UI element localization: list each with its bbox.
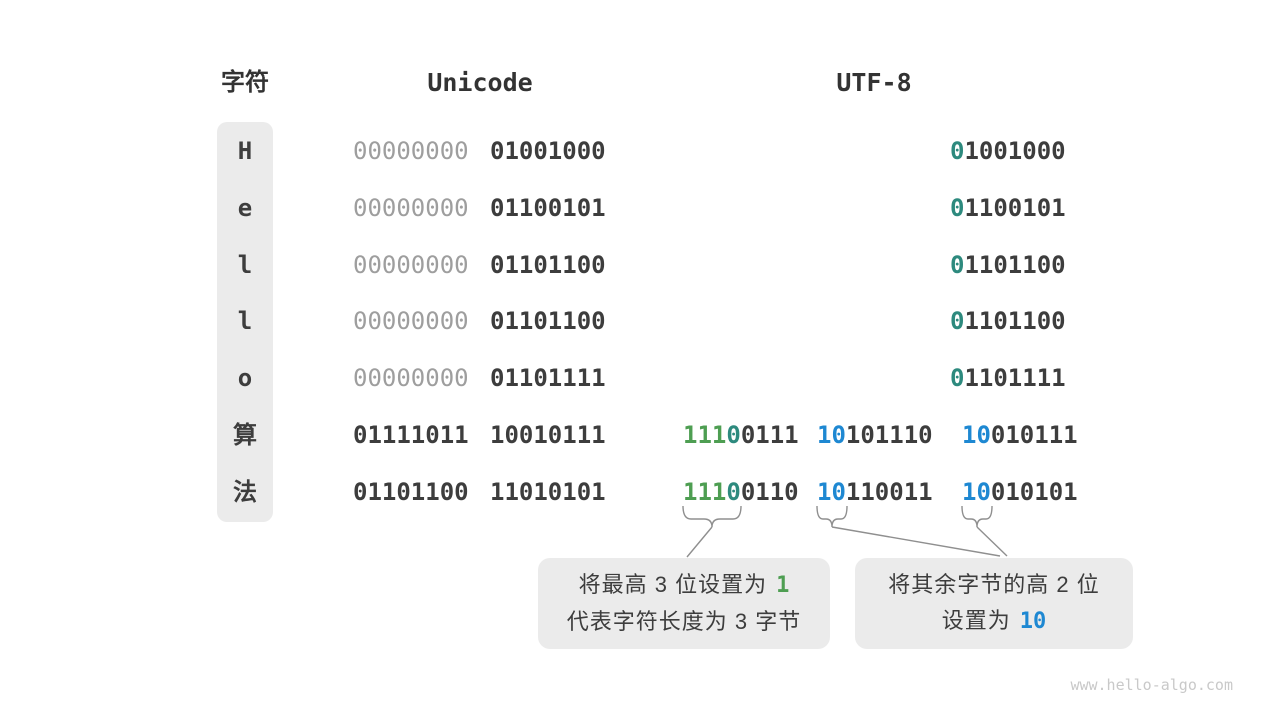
bit-segment: 0 bbox=[726, 478, 741, 506]
bit-segment: 0 bbox=[950, 364, 965, 392]
char-cell: 算 bbox=[233, 421, 257, 449]
bit-segment: 0111 bbox=[740, 421, 799, 449]
leader-line-left bbox=[686, 526, 713, 558]
binary-byte: 01101111 bbox=[950, 363, 1066, 393]
bit-segment: 01101100 bbox=[353, 478, 469, 506]
underbrace-group bbox=[682, 505, 1008, 558]
binary-byte: 00000000 bbox=[353, 193, 469, 223]
bit-segment: 00000000 bbox=[353, 307, 469, 335]
callout-line: 代表字符长度为 3 字节 bbox=[567, 604, 801, 640]
binary-byte: 01111011 bbox=[353, 420, 469, 450]
binary-byte: 01101100 bbox=[950, 306, 1066, 336]
callout-continuation-bits: 将其余字节的高 2 位 设置为 10 bbox=[855, 558, 1133, 649]
bit-segment: 00000000 bbox=[353, 364, 469, 392]
binary-byte: 11100111 bbox=[683, 420, 799, 450]
bit-segment: 01101111 bbox=[490, 364, 606, 392]
bit-segment: 00000000 bbox=[353, 137, 469, 165]
binary-byte: 00000000 bbox=[353, 250, 469, 280]
bit-segment: 10 bbox=[962, 421, 991, 449]
bit-segment: 1101100 bbox=[964, 251, 1066, 279]
binary-byte: 10010111 bbox=[962, 420, 1078, 450]
bit-segment: 0 bbox=[950, 307, 965, 335]
binary-byte: 00000000 bbox=[353, 136, 469, 166]
bit-segment: 0 bbox=[950, 251, 965, 279]
bit-segment: 10 bbox=[817, 478, 846, 506]
binary-byte: 10101110 bbox=[817, 420, 933, 450]
bit-segment: 1101111 bbox=[964, 364, 1066, 392]
callout-line: 将其余字节的高 2 位 bbox=[888, 567, 1099, 603]
binary-byte: 01001000 bbox=[950, 136, 1066, 166]
bit-segment: 0110 bbox=[740, 478, 799, 506]
bit-segment: 11010101 bbox=[490, 478, 606, 506]
leader-line-middle bbox=[831, 526, 1001, 557]
underbrace-10-second-icon bbox=[961, 505, 993, 528]
char-cell: H bbox=[237, 137, 253, 165]
bit-segment: 01101100 bbox=[490, 307, 606, 335]
callout-high-bits: 将最高 3 位设置为 1 代表字符长度为 3 字节 bbox=[538, 558, 830, 649]
column-header-utf8: UTF-8 bbox=[836, 68, 912, 97]
bit-segment: 1101100 bbox=[964, 307, 1066, 335]
column-header-char: 字符 bbox=[221, 69, 269, 96]
char-cell: e bbox=[237, 194, 253, 222]
binary-byte: 00000000 bbox=[353, 306, 469, 336]
callout-text: 设置为 bbox=[941, 608, 1011, 633]
column-header-unicode: Unicode bbox=[427, 68, 533, 97]
binary-byte: 01100101 bbox=[490, 193, 606, 223]
binary-byte: 01100101 bbox=[950, 193, 1066, 223]
binary-byte: 00000000 bbox=[353, 363, 469, 393]
bit-segment: 01100101 bbox=[490, 194, 606, 222]
callout-line: 将最高 3 位设置为 1 bbox=[579, 567, 790, 604]
bit-segment: 10010111 bbox=[490, 421, 606, 449]
char-column-background bbox=[217, 122, 273, 522]
bit-segment: 1100101 bbox=[964, 194, 1066, 222]
bit-segment: 111 bbox=[683, 421, 727, 449]
bit-segment: 010101 bbox=[990, 478, 1078, 506]
watermark: www.hello-algo.com bbox=[1070, 676, 1233, 694]
bit-segment: 0 bbox=[726, 421, 741, 449]
bit-segment: 01001000 bbox=[490, 137, 606, 165]
bit-segment: 01111011 bbox=[353, 421, 469, 449]
binary-byte: 01001000 bbox=[490, 136, 606, 166]
binary-byte: 10010101 bbox=[962, 477, 1078, 507]
bit-segment: 111 bbox=[683, 478, 727, 506]
bit-segment: 0 bbox=[950, 137, 965, 165]
binary-byte: 11010101 bbox=[490, 477, 606, 507]
bit-segment: 00000000 bbox=[353, 251, 469, 279]
binary-byte: 01101100 bbox=[490, 306, 606, 336]
bit-segment: 00000000 bbox=[353, 194, 469, 222]
binary-byte: 01101100 bbox=[950, 250, 1066, 280]
bit-segment: 10 bbox=[962, 478, 991, 506]
callout-line: 设置为 10 bbox=[942, 603, 1047, 640]
char-cell: o bbox=[237, 364, 253, 392]
binary-byte: 10010111 bbox=[490, 420, 606, 450]
binary-byte: 01101111 bbox=[490, 363, 606, 393]
bit-segment: 10 bbox=[817, 421, 846, 449]
bit-segment: 110011 bbox=[845, 478, 933, 506]
binary-byte: 11100110 bbox=[683, 477, 799, 507]
bit-segment: 1001000 bbox=[964, 137, 1066, 165]
binary-byte: 01101100 bbox=[490, 250, 606, 280]
bit-segment: 0 bbox=[950, 194, 965, 222]
callout-text: 将最高 3 位设置为 bbox=[578, 572, 768, 597]
char-cell: l bbox=[237, 307, 253, 335]
bit-segment: 101110 bbox=[845, 421, 933, 449]
callout-text: 将其余字节的高 2 位 bbox=[888, 572, 1100, 597]
underbrace-1110-icon bbox=[682, 505, 742, 528]
highlight-bit-1: 1 bbox=[776, 573, 790, 598]
binary-byte: 01101100 bbox=[353, 477, 469, 507]
callout-text: 代表字符长度为 3 字节 bbox=[566, 609, 802, 634]
leader-line-right bbox=[976, 526, 1008, 557]
underbrace-10-first-icon bbox=[816, 505, 848, 528]
bit-segment: 010111 bbox=[990, 421, 1078, 449]
highlight-bits-10: 10 bbox=[1019, 609, 1047, 634]
char-cell: 法 bbox=[233, 478, 257, 506]
binary-byte: 10110011 bbox=[817, 477, 933, 507]
char-cell: l bbox=[237, 251, 253, 279]
bit-segment: 01101100 bbox=[490, 251, 606, 279]
